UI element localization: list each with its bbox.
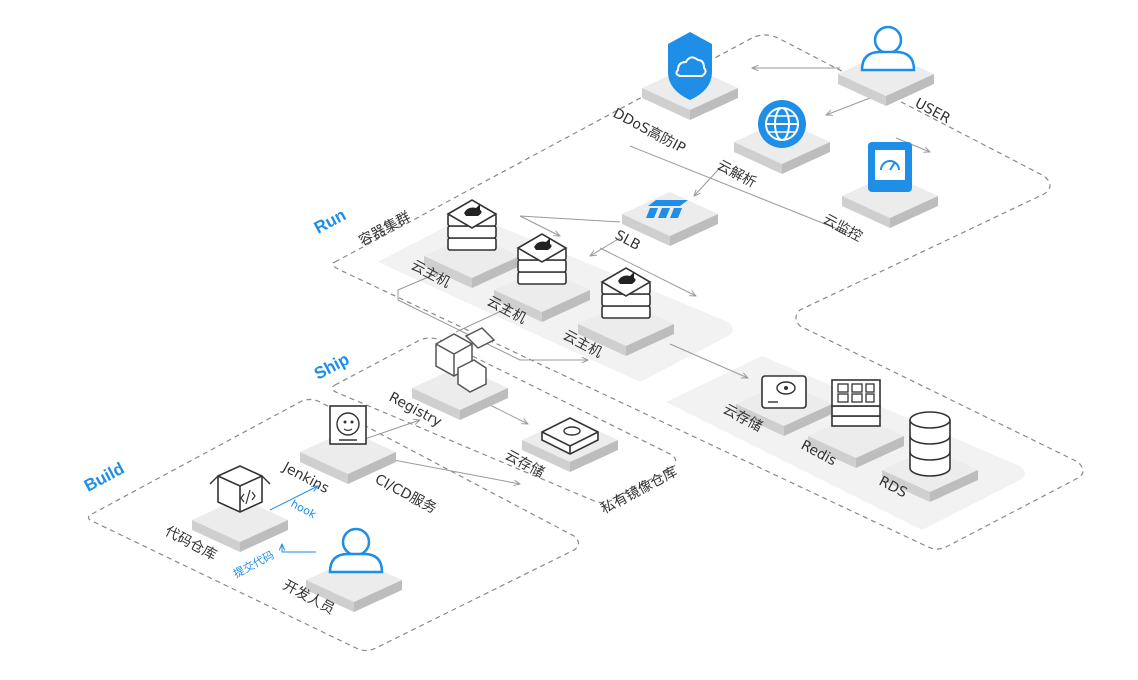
dns-node xyxy=(734,100,830,174)
docker-server-icon xyxy=(516,233,568,285)
user-icon xyxy=(328,527,384,574)
ship-storage-node xyxy=(522,417,618,472)
cicd-label: CI/CD服务 xyxy=(372,471,439,517)
shield-cloud-icon xyxy=(668,32,712,100)
database-icon xyxy=(909,411,951,477)
commit-label: 提交代码 xyxy=(231,548,276,581)
jenkins-icon xyxy=(329,405,367,445)
developer-node xyxy=(306,527,402,612)
run-zone-border xyxy=(331,34,1084,550)
zone-label-run: Run xyxy=(311,205,349,237)
ship-zone-border xyxy=(331,337,677,504)
run-storage-node xyxy=(736,375,832,436)
private-registry-label: 私有镜像仓库 xyxy=(598,464,680,518)
code-box-icon xyxy=(209,465,271,513)
build-zone-border xyxy=(87,398,580,652)
cubes-icon xyxy=(435,327,496,393)
ddos-node xyxy=(642,32,738,120)
zone-label-build: Build xyxy=(81,459,127,496)
user-icon xyxy=(860,25,916,72)
disk-icon xyxy=(761,375,807,409)
disk-icon xyxy=(541,417,599,455)
redis-node xyxy=(808,379,904,468)
flow-lines xyxy=(269,68,930,553)
docker-server-icon xyxy=(600,267,652,319)
monitor-label: 云监控 xyxy=(820,211,865,245)
slb-node xyxy=(622,192,718,246)
hook-label: hook xyxy=(289,497,319,521)
load-balancer-icon xyxy=(646,200,688,218)
container-cluster-label: 容器集群 xyxy=(356,208,413,249)
user-node xyxy=(838,25,934,106)
host3-node xyxy=(578,267,674,356)
rds-node xyxy=(882,411,978,502)
monitor-node xyxy=(842,142,938,228)
dns-label: 云解析 xyxy=(714,157,759,191)
jenkins-node xyxy=(300,405,396,484)
docker-server-icon xyxy=(446,199,498,251)
code-repo-node xyxy=(192,465,288,552)
host1-node xyxy=(424,199,520,288)
redis-stack-icon xyxy=(831,379,881,427)
host2-node xyxy=(494,233,590,322)
registry-node xyxy=(412,327,508,420)
globe-icon xyxy=(758,100,806,148)
monitor-gauge-icon xyxy=(868,142,912,192)
user-label: USER xyxy=(912,95,953,127)
